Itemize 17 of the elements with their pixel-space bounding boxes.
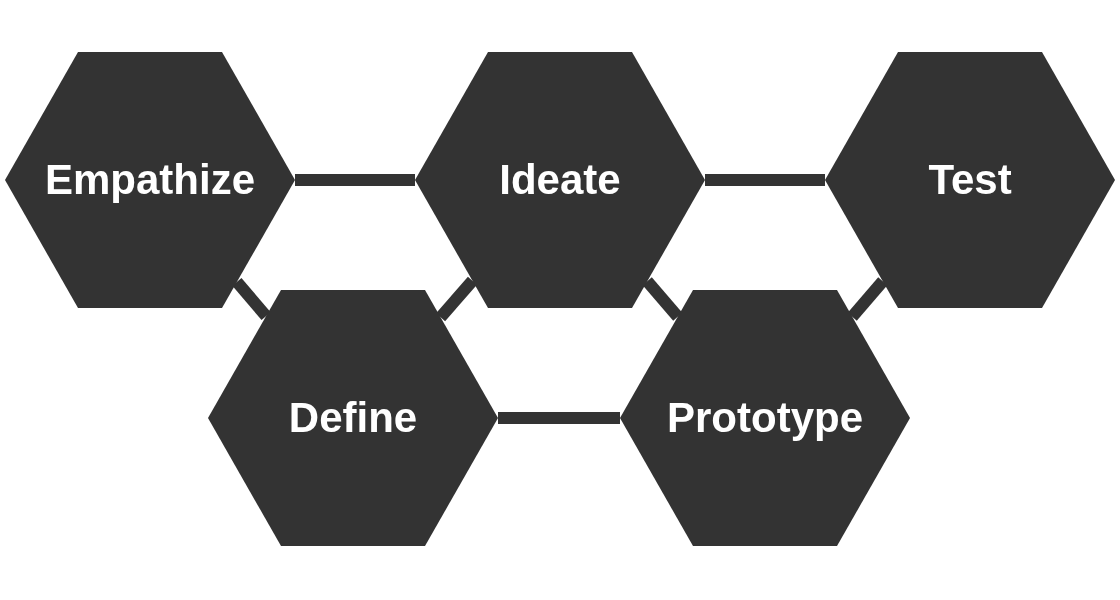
node-label: Empathize [44, 159, 255, 201]
hexagon-node [620, 290, 910, 546]
connector-line [295, 174, 415, 186]
hexagon-node [208, 290, 498, 546]
connector-line [232, 278, 271, 320]
node-label: Ideate [499, 159, 621, 201]
node-label: Prototype [667, 397, 863, 439]
connector-line [436, 276, 477, 322]
node-label: Define [288, 397, 418, 439]
connector-line [498, 412, 620, 424]
connector-line [705, 174, 825, 186]
hexagon-node [415, 52, 705, 308]
hexagon-node [825, 52, 1115, 308]
hexagon-node [5, 52, 295, 308]
connector-line [642, 277, 683, 321]
connector-line [847, 277, 888, 321]
node-label: Test [928, 159, 1012, 201]
